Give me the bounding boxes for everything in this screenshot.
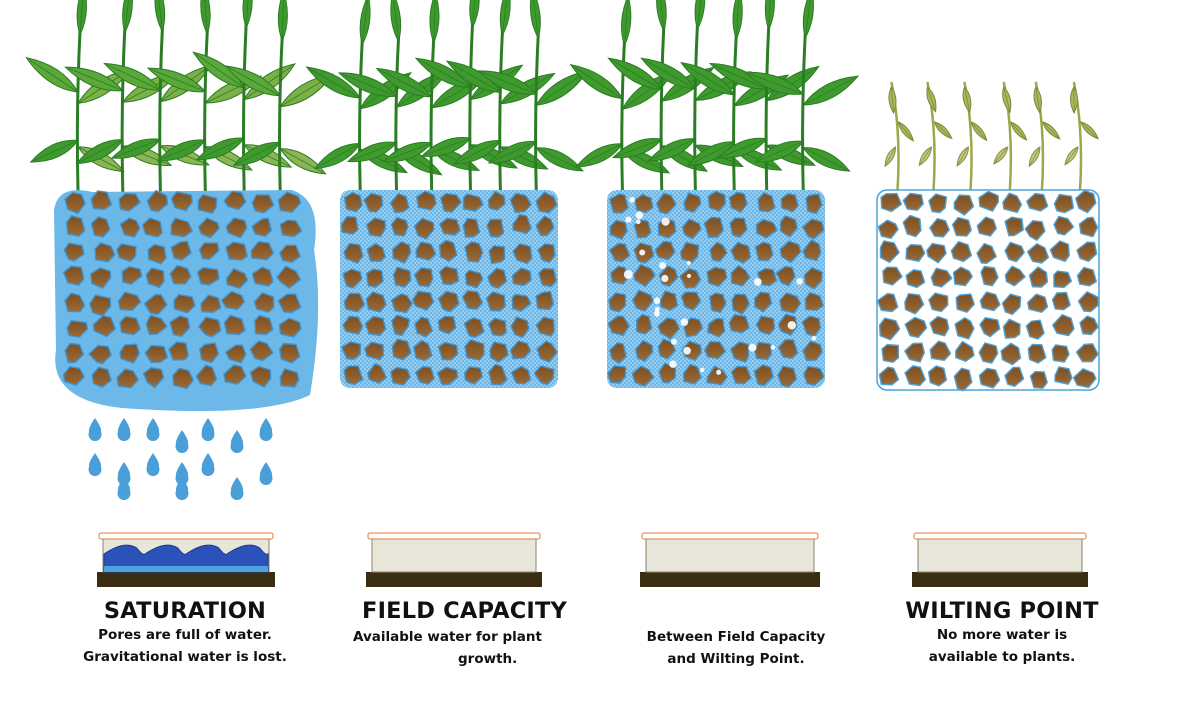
panel-description-line-1: No more water is xyxy=(936,627,1068,643)
plants-wilting-point xyxy=(884,81,1099,193)
water-pan-field-capacity xyxy=(366,532,542,587)
water-pan-wilting-point xyxy=(912,532,1088,587)
panel-description-line-2: available to plants. xyxy=(928,649,1076,665)
plants-saturation xyxy=(25,0,335,193)
panel-wilting-point-text: WILTING POINT No more water is available… xyxy=(862,596,1142,668)
panel-description-line-2: and Wilting Point. xyxy=(667,651,805,667)
gravitational-water-drops xyxy=(88,418,273,501)
water-pan-between xyxy=(640,532,820,587)
plants-between xyxy=(569,0,860,193)
panel-description-line-1: Available water for plant xyxy=(353,629,542,645)
soil-block-saturation xyxy=(54,189,319,412)
panel-saturation-text: SATURATION Pores are full of water. Grav… xyxy=(45,596,325,668)
panel-description-line-2: Gravitational water is lost. xyxy=(83,649,287,665)
soil-block-between xyxy=(607,190,825,388)
soil-block-field-capacity xyxy=(340,190,558,388)
soil-block-wilting-point xyxy=(876,189,1100,392)
panel-description-line-1: Between Field Capacity xyxy=(646,629,826,645)
plants-field-capacity xyxy=(305,0,589,193)
panel-title: WILTING POINT xyxy=(905,598,1099,624)
panel-field-capacity-text: FIELD CAPACITY Available water for plant… xyxy=(320,596,580,670)
panel-title xyxy=(596,596,876,626)
panel-description-line-1: Pores are full of water. xyxy=(98,627,272,643)
panel-description-line-2: growth. xyxy=(458,651,518,667)
panel-title: SATURATION xyxy=(103,598,267,624)
water-pan-saturation xyxy=(97,532,275,587)
panel-between-text: Between Field Capacity and Wilting Point… xyxy=(596,596,876,670)
panel-title: FIELD CAPACITY xyxy=(362,598,568,624)
